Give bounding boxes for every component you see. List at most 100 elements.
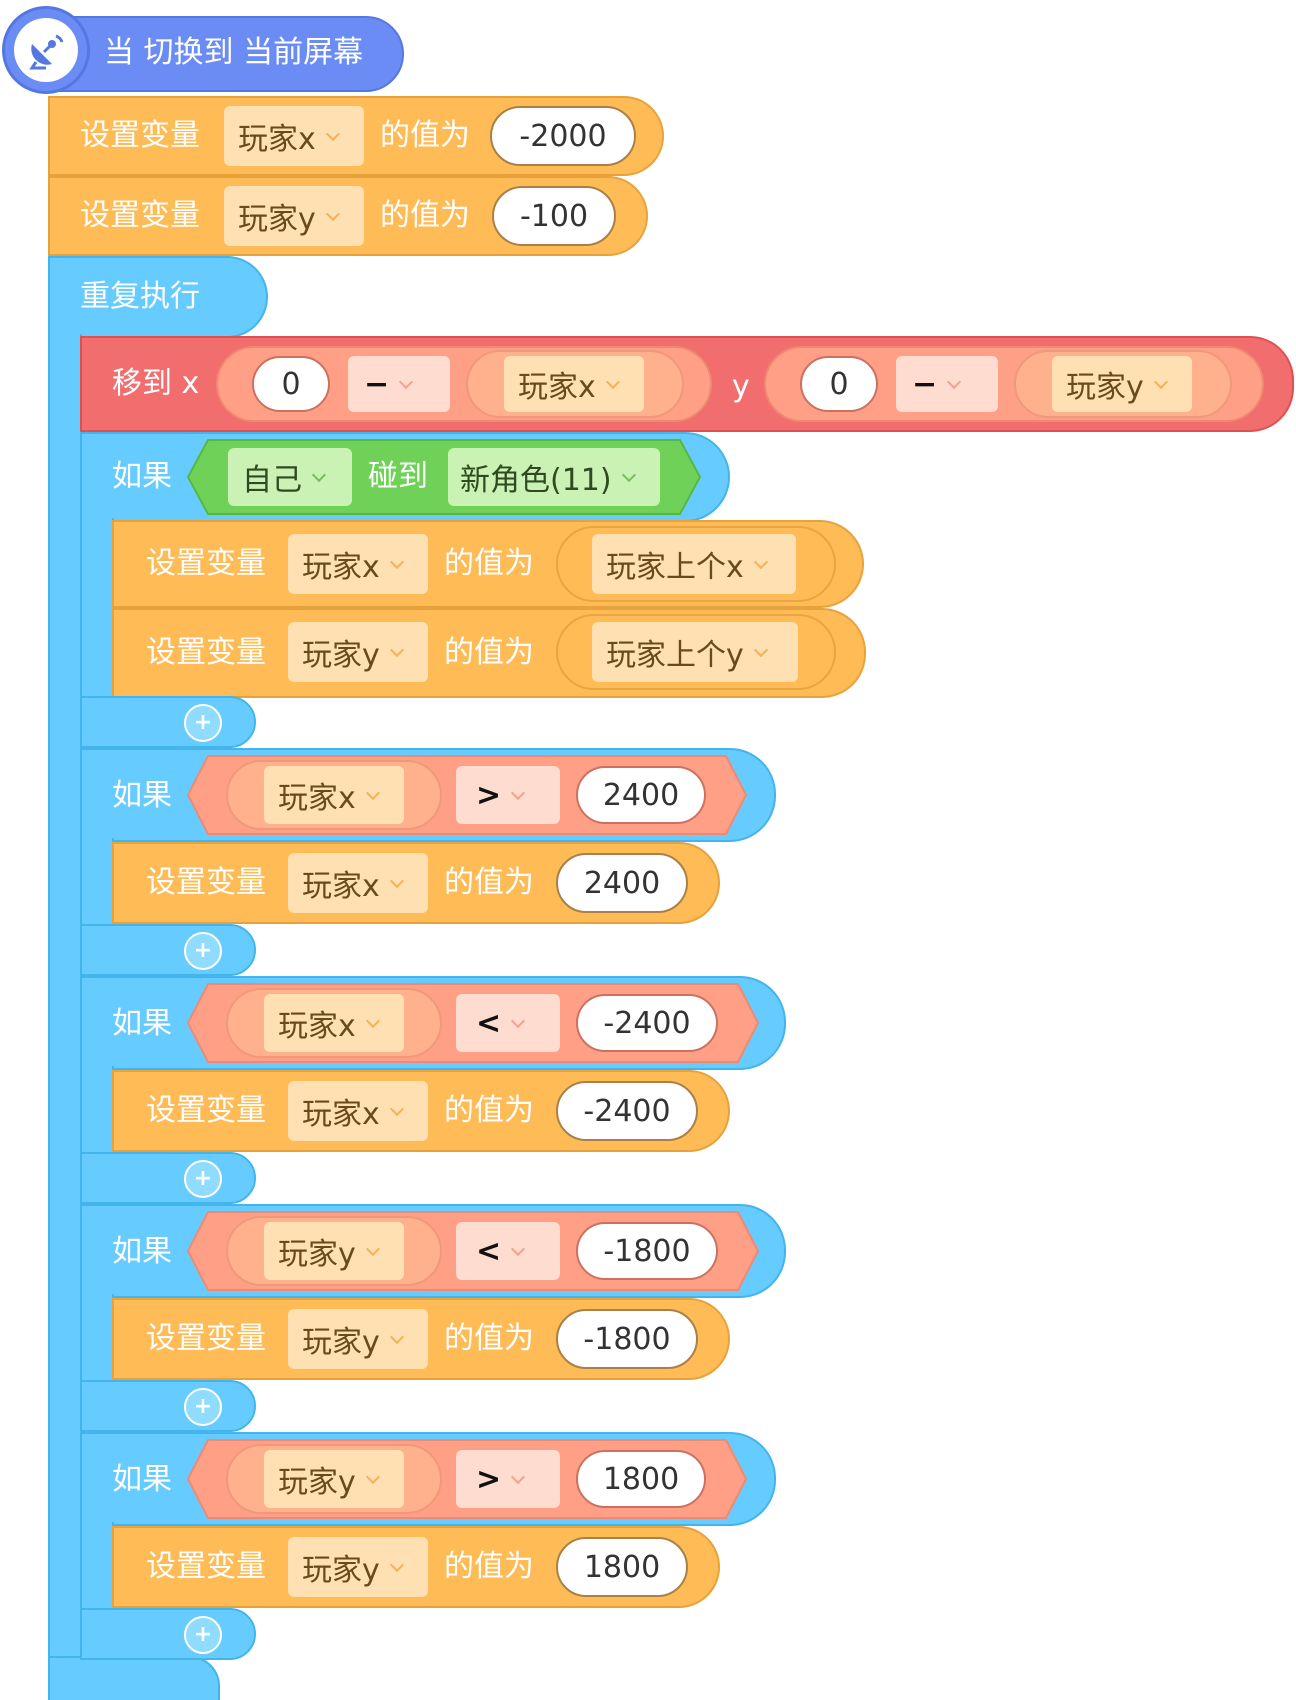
value-label: 的值为 [444, 635, 534, 670]
variable-dropdown[interactable]: 玩家y [288, 622, 428, 682]
y-left-input[interactable]: 0 [800, 356, 878, 412]
if-label: 如果 [112, 1006, 172, 1041]
variable-name: 玩家y [302, 638, 380, 673]
chevron-down-icon [311, 467, 327, 483]
set-label: 设置变量 [146, 865, 266, 900]
satellite-dish-icon [14, 18, 78, 82]
operator-symbol: − [364, 366, 390, 402]
if-block-footer [80, 1608, 256, 1660]
target-name: 新角色(11) [460, 463, 612, 498]
if-block-arm [80, 1522, 114, 1618]
if-label: 如果 [112, 778, 172, 813]
compare-operator-dropdown[interactable]: < [456, 1222, 560, 1280]
if-block-arm [80, 838, 114, 934]
variable-dropdown[interactable]: 玩家y [224, 186, 364, 246]
set-label: 设置变量 [146, 546, 266, 581]
chevron-down-icon [389, 642, 404, 658]
chevron-down-icon [365, 1013, 380, 1029]
variable-name: 玩家x [302, 869, 380, 904]
add-block-button[interactable]: + [184, 1388, 222, 1426]
add-block-button[interactable]: + [184, 704, 222, 742]
operator-dropdown[interactable]: − [348, 356, 450, 412]
if-block-footer [80, 924, 256, 976]
variable-dropdown[interactable]: 玩家x [224, 106, 364, 166]
variable-dropdown[interactable]: 玩家y [264, 1450, 404, 1508]
chevron-down-icon [389, 1101, 404, 1117]
chevron-down-icon [365, 1241, 380, 1257]
chevron-down-icon [389, 1557, 404, 1573]
compare-value-input[interactable]: 1800 [576, 1450, 706, 1508]
variable-dropdown[interactable]: 玩家y [288, 1537, 428, 1597]
variable-name: 玩家y [302, 1325, 380, 1360]
variable-name: 玩家上个y [606, 638, 744, 673]
variable-dropdown[interactable]: 玩家x [264, 994, 404, 1052]
value-label: 的值为 [380, 118, 470, 153]
value-input[interactable]: -2000 [490, 106, 636, 166]
operator-dropdown[interactable]: − [896, 356, 998, 412]
add-block-button[interactable]: + [184, 932, 222, 970]
if-label: 如果 [112, 459, 172, 494]
sprite-dropdown[interactable]: 自己 [228, 448, 352, 506]
set-label: 设置变量 [146, 1093, 266, 1128]
value-input[interactable]: 2400 [556, 853, 688, 913]
variable-dropdown[interactable]: 玩家y [1052, 356, 1192, 412]
if-label: 如果 [112, 1234, 172, 1269]
value-input[interactable]: -100 [492, 186, 616, 246]
value-input[interactable]: 1800 [556, 1537, 688, 1597]
operator-symbol: < [476, 1233, 502, 1269]
variable-dropdown[interactable]: 玩家上个y [592, 622, 798, 682]
repeat-block-arm [48, 334, 82, 1700]
operator-symbol: > [476, 777, 502, 813]
value-input[interactable]: -2400 [556, 1081, 698, 1141]
variable-name: 玩家x [278, 1009, 356, 1044]
variable-dropdown[interactable]: 玩家x [288, 1081, 428, 1141]
variable-dropdown[interactable]: 玩家x [264, 766, 404, 824]
target-dropdown[interactable]: 新角色(11) [448, 448, 660, 506]
add-block-button[interactable]: + [184, 1160, 222, 1198]
variable-dropdown[interactable]: 玩家x [288, 853, 428, 913]
value-label: 的值为 [444, 865, 534, 900]
operator-symbol: − [912, 366, 938, 402]
if-block-footer [80, 1380, 256, 1432]
set-label: 设置变量 [146, 1321, 266, 1356]
satellite-dish-glyph [29, 34, 64, 70]
sprite-name: 自己 [242, 463, 302, 498]
set-label: 设置变量 [80, 118, 200, 153]
compare-operator-dropdown[interactable]: < [456, 994, 560, 1052]
chevron-down-icon [605, 374, 620, 390]
set-label: 设置变量 [146, 1549, 266, 1584]
chevron-down-icon [511, 1013, 526, 1029]
variable-name: 玩家x [518, 370, 596, 405]
variable-dropdown[interactable]: 玩家y [288, 1309, 428, 1369]
add-block-button[interactable]: + [184, 1616, 222, 1654]
y-label: y [732, 369, 750, 404]
variable-name: 玩家x [302, 550, 380, 585]
if-label: 如果 [112, 1462, 172, 1497]
variable-dropdown[interactable]: 玩家y [264, 1222, 404, 1280]
if-block-arm [80, 1066, 114, 1162]
hat-label: 当 切换到 当前屏幕 [104, 35, 364, 70]
event-hat-block[interactable] [44, 16, 404, 92]
value-label: 的值为 [444, 546, 534, 581]
variable-dropdown[interactable]: 玩家x [288, 534, 428, 594]
value-input[interactable]: -1800 [556, 1309, 698, 1369]
x-left-input[interactable]: 0 [252, 356, 330, 412]
chevron-down-icon [753, 554, 768, 570]
operator-symbol: < [476, 1005, 502, 1041]
value-label: 的值为 [380, 198, 470, 233]
variable-dropdown[interactable]: 玩家x [504, 356, 644, 412]
chevron-down-icon [325, 126, 340, 142]
variable-name: 玩家y [302, 1553, 380, 1588]
set-label: 设置变量 [146, 635, 266, 670]
compare-operator-dropdown[interactable]: > [456, 1450, 560, 1508]
chevron-down-icon [753, 642, 768, 658]
compare-value-input[interactable]: -2400 [576, 994, 718, 1052]
variable-dropdown[interactable]: 玩家上个x [592, 534, 796, 594]
compare-operator-dropdown[interactable]: > [456, 766, 560, 824]
chevron-down-icon [399, 374, 414, 390]
value-label: 的值为 [444, 1093, 534, 1128]
chevron-down-icon [389, 554, 404, 570]
value-label: 的值为 [444, 1321, 534, 1356]
compare-value-input[interactable]: 2400 [576, 766, 706, 824]
compare-value-input[interactable]: -1800 [576, 1222, 718, 1280]
